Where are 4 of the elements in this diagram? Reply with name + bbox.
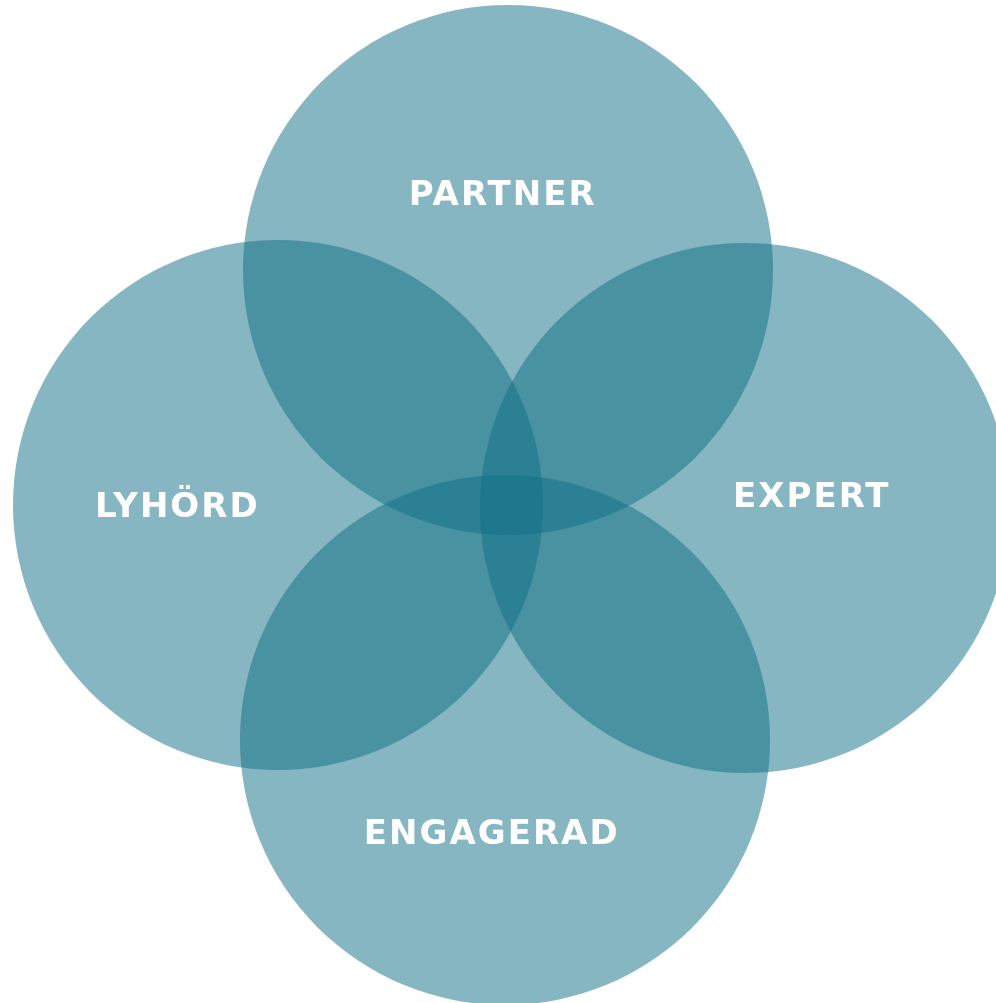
circle-label: PARTNER <box>408 173 597 214</box>
circle-label: LYHÖRD <box>94 485 260 525</box>
circle-label: EXPERT <box>733 474 891 515</box>
circle-label: ENGAGERAD <box>363 812 620 853</box>
